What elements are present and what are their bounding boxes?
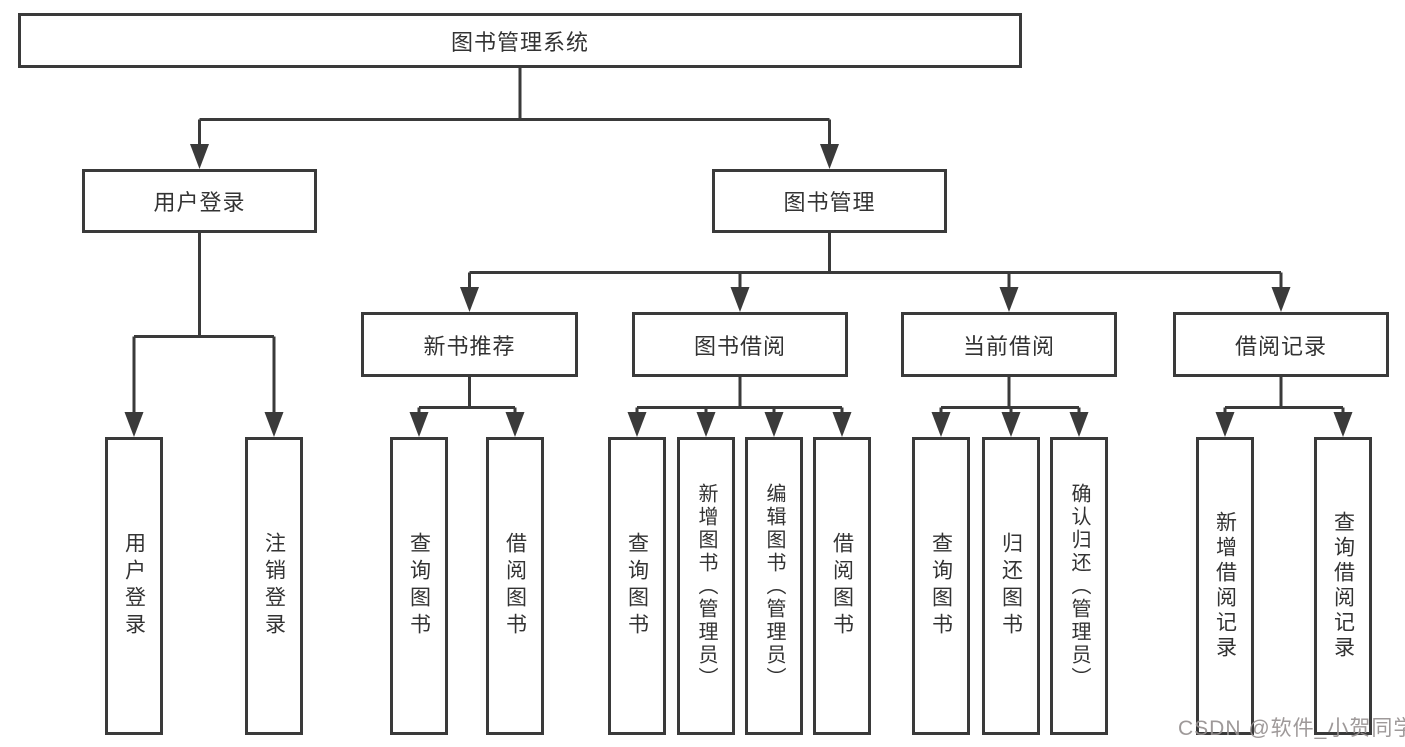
leaf-add-record: 新增借阅记录	[1196, 437, 1254, 735]
node-root-label: 图书管理系统	[450, 29, 589, 55]
node-book-mgmt-label: 图书管理	[783, 190, 876, 215]
node-user-login: 用户登录	[82, 169, 317, 233]
connector-current-borrow	[939, 377, 1081, 414]
node-root: 图书管理系统	[18, 13, 1022, 68]
node-user-login-label: 用户登录	[153, 190, 246, 215]
node-borrow-records-label: 借阅记录	[1234, 333, 1327, 359]
leaf-logout: 注销登录	[245, 437, 303, 735]
arrowheads	[124, 144, 1353, 437]
leaf-return-book: 归还图书	[982, 437, 1040, 735]
leaf-borrow-book-2-label: 借阅图书	[830, 532, 854, 640]
leaf-query-book-3: 查询图书	[912, 437, 970, 735]
leaf-query-book-2: 查询图书	[608, 437, 666, 735]
leaf-query-book-2-label: 查询图书	[625, 532, 649, 640]
leaf-add-record-label: 新增借阅记录	[1213, 511, 1237, 661]
leaf-query-book-1-label: 查询图书	[407, 532, 431, 640]
node-current-borrow-label: 当前借阅	[962, 333, 1055, 359]
leaf-borrow-book-2: 借阅图书	[813, 437, 871, 735]
leaf-query-book-1: 查询图书	[390, 437, 448, 735]
leaf-query-book-3-label: 查询图书	[929, 532, 953, 640]
leaf-confirm-return: 确认归还（管理员）	[1050, 437, 1108, 735]
connector-book-mgmt	[468, 233, 1283, 290]
leaf-return-book-label: 归还图书	[999, 532, 1023, 640]
leaf-edit-book: 编辑图书（管理员）	[745, 437, 803, 735]
leaf-borrow-book-1: 借阅图书	[486, 437, 544, 735]
leaf-query-record-label: 查询借阅记录	[1331, 511, 1355, 661]
leaf-user-login: 用户登录	[105, 437, 163, 735]
node-new-book-rec: 新书推荐	[361, 312, 578, 377]
node-borrow-records: 借阅记录	[1173, 312, 1389, 377]
node-book-mgmt: 图书管理	[712, 169, 947, 233]
leaf-add-book: 新增图书（管理员）	[677, 437, 735, 735]
leaf-borrow-book-1-label: 借阅图书	[503, 532, 527, 640]
connector-new-book-rec	[417, 377, 517, 414]
node-current-borrow: 当前借阅	[901, 312, 1117, 377]
leaf-edit-book-label: 编辑图书（管理员）	[763, 482, 785, 690]
leaf-query-record: 查询借阅记录	[1314, 437, 1372, 735]
csdn-watermark: CSDN @软件_小贺同学	[1178, 717, 1405, 740]
connector-root	[198, 67, 831, 147]
connector-book-borrow	[635, 377, 844, 414]
connector-user-login	[132, 233, 276, 414]
connector-borrow-records	[1223, 377, 1345, 414]
node-book-borrow: 图书借阅	[632, 312, 848, 377]
leaf-user-login-label: 用户登录	[122, 532, 146, 640]
node-new-book-rec-label: 新书推荐	[423, 333, 516, 359]
leaf-confirm-return-label: 确认归还（管理员）	[1068, 482, 1090, 690]
leaf-logout-label: 注销登录	[262, 532, 286, 640]
node-book-borrow-label: 图书借阅	[693, 333, 786, 359]
leaf-add-book-label: 新增图书（管理员）	[695, 482, 717, 690]
